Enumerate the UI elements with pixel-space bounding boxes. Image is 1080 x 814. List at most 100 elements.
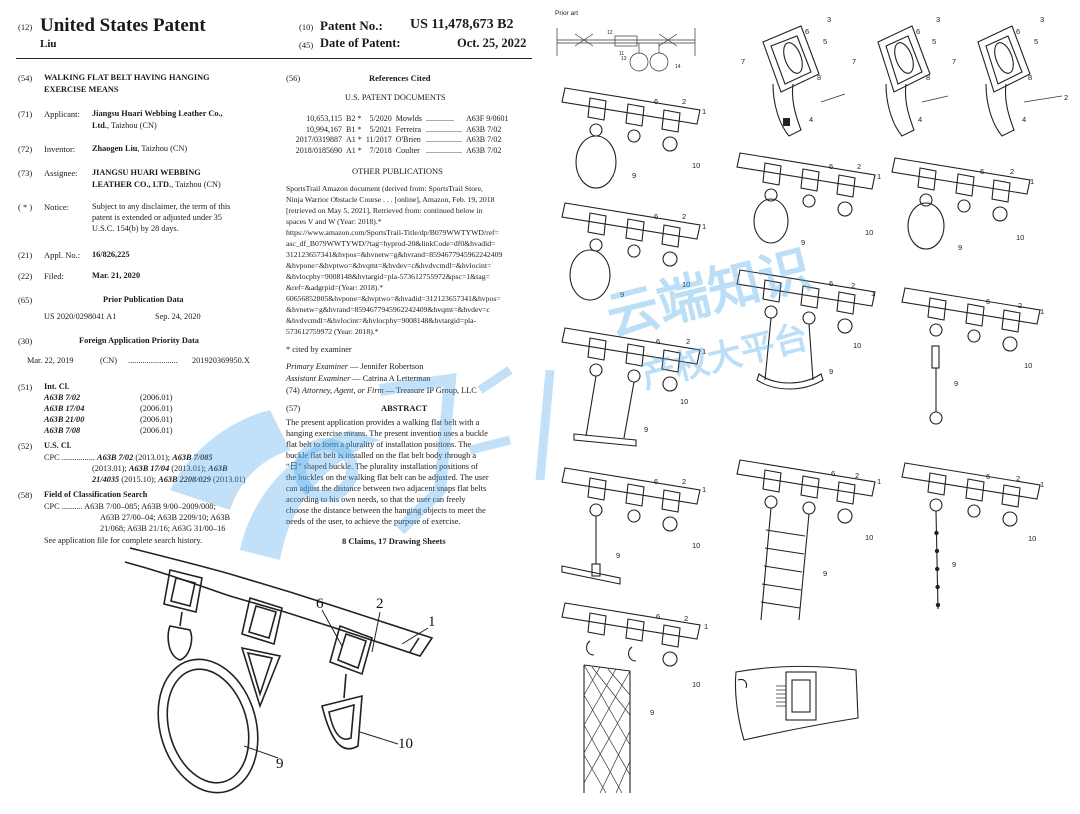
code-51: (51) [18,382,33,392]
abstract-line: buckle flat belt is installed on the fla… [286,451,477,460]
references-heading: References Cited [369,73,431,83]
buckle-label-7: 7 [852,57,856,66]
code-54: (54) [18,73,33,83]
prior-pub-date: Sep. 24, 2020 [155,312,201,321]
prior-label-12: 12 [607,30,613,36]
other-pub-line: &hvlocphy=9008148&hvtargid=pla-573612755… [286,272,490,281]
buckle-label-5: 5 [823,37,827,46]
field-see-note: See application file for complete search… [44,536,203,545]
figure-handle: 6 2 1 10 9 [561,467,706,585]
fig-label-6: 6 [656,612,660,621]
field-line1: CPC .......... A63B 7/00–085; A63B 9/00–… [44,502,216,511]
buckle-label-8: 8 [926,73,930,82]
claims-count: 8 Claims, 17 Drawing Sheets [342,536,446,546]
cpc-line2: (2013.01); A63B 17/04 (2013.01); A63B [92,464,228,473]
figure-ring-2: 6 2 1 10 9 [736,152,881,247]
cite-number: 2018/0185690 [295,145,342,155]
buckle-label-4: 4 [809,115,813,124]
code-65: (65) [18,295,33,305]
cite-kind: A1 * [346,135,362,145]
cite-class: A63B 7/02 [466,145,502,155]
primary-examiner: Primary Examiner — Jennifer Robertson [286,362,424,371]
abstract-line: choose the distance between the hanging … [286,506,486,515]
applicant-line2: Ltd., Taizhou (CN) [92,121,157,130]
fig-label-1: 1 [877,477,881,486]
other-pub-line: spaces V and W (Year: 2018).* [286,217,382,226]
field-line3: 21/068; A63B 21/16; A63G 31/00–16 [100,524,226,533]
filed-label: Filed: [44,271,64,281]
fig-label-2: 2 [1016,474,1020,483]
cpc-line3: 21/4035 (2015.10); A63B 2208/029 (2013.0… [92,475,246,484]
fig-label-2: 2 [686,337,690,346]
cite-dots: .................. [426,135,463,145]
figure-swing: 6 2 1 10 9 [736,269,876,390]
int-cl-label: Int. Cl. [44,382,70,391]
fig-label-1: 1 [1040,480,1044,489]
other-pub-line: 312123657341&hvpos=&hvnetw=g&hvrand=8594… [286,250,503,259]
notice-label: Notice: [44,202,70,212]
assignee-line2: LEATHER CO., LTD., Taizhou (CN) [92,180,221,189]
other-pub-line: &hvpone=&hvptwo=&hvqmt=&hvdev=c&hvdvcmdl… [286,261,492,270]
field-search-label: Field of Classification Search [44,490,148,499]
int-cl-code: A63B 7/02 [44,393,81,402]
int-cl-version: (2006.01) [140,426,173,435]
foreign-country: (CN) [100,356,118,365]
fig-label-2: 2 [682,212,686,221]
int-cl-version: (2006.01) [140,415,173,424]
applicant-label: Applicant: [44,109,80,119]
fig-label-9: 9 [644,425,648,434]
cite-number: 10,653,115 [306,114,342,123]
fig-label-6: 6 [654,97,658,106]
fig-label-2: 2 [855,471,859,480]
fig-label-6: 6 [654,477,658,486]
prior-pub-heading: Prior Publication Data [103,295,184,304]
assignee-line1: JIANGSU HUARI WEBBING [92,168,201,177]
fig-label-9: 9 [616,551,620,560]
front-drawing: 1 6 2 10 9 [124,547,436,794]
fig-label-9: 9 [650,708,654,717]
fig-label-10: 10 [682,280,690,289]
abstract-line: the buckles on the walking flat belt can… [286,473,489,482]
prior-art-figure: 11 12 13 14 [556,28,696,72]
fig-label-1: 1 [702,347,706,356]
us-docs-heading: U.S. PATENT DOCUMENTS [345,93,446,102]
buckle-label-8: 8 [1028,73,1032,82]
abstract-line: needs of the user, to achieve the purpos… [286,517,461,526]
cite-number: 2017/0319887 [295,135,342,145]
fig-label-6: 6 [654,212,658,221]
patent-no-label: Patent No.: [320,18,383,33]
notice-line1: Subject to any disclaimer, the term of t… [92,202,231,211]
inventor-label: Inventor: [44,144,76,154]
fig-label-6: 6 [656,337,660,346]
title-line1: WALKING FLAT BELT HAVING HANGING [44,73,210,82]
cite-number: 10,994,167 [306,124,342,134]
buckle-figure-c: 3 6 5 7 8 4 2 [952,15,1068,137]
buckle-label-6: 6 [805,27,809,36]
fig-label-1: 1 [877,172,881,181]
cite-name: Ferreira [395,124,422,134]
inventor-surname: Liu [40,38,57,50]
foreign-dots: ........................ [128,356,178,365]
buckle-label-3: 3 [1040,15,1044,24]
code-56: (56) [286,73,301,83]
cite-dots: .................. [426,145,463,155]
code-notice: ( * ) [18,202,33,212]
title-line2: EXERCISE MEANS [44,85,119,94]
front-label-2: 2 [376,596,384,612]
fig-label-2: 2 [857,162,861,171]
inventor-value: Zhaogen Liu, Taizhou (CN) [92,144,188,153]
fig-label-1: 1 [702,107,706,116]
prior-pub-number: US 2020/0298041 A1 [44,312,117,321]
cite-dots: .................. [426,124,463,134]
prior-label-13: 13 [621,56,627,62]
us-cl-label: U.S. Cl. [44,441,72,450]
abstract-line: hanging exercise means. The present inve… [286,429,488,438]
field-line2: A63B 27/00–04; A63B 2209/10; A63B [100,513,230,522]
figure-ring-3: 6 2 1 10 9 [891,157,1034,252]
buckle-label-4: 4 [918,115,922,124]
header-rule [16,58,532,59]
code-21: (21) [18,250,33,260]
